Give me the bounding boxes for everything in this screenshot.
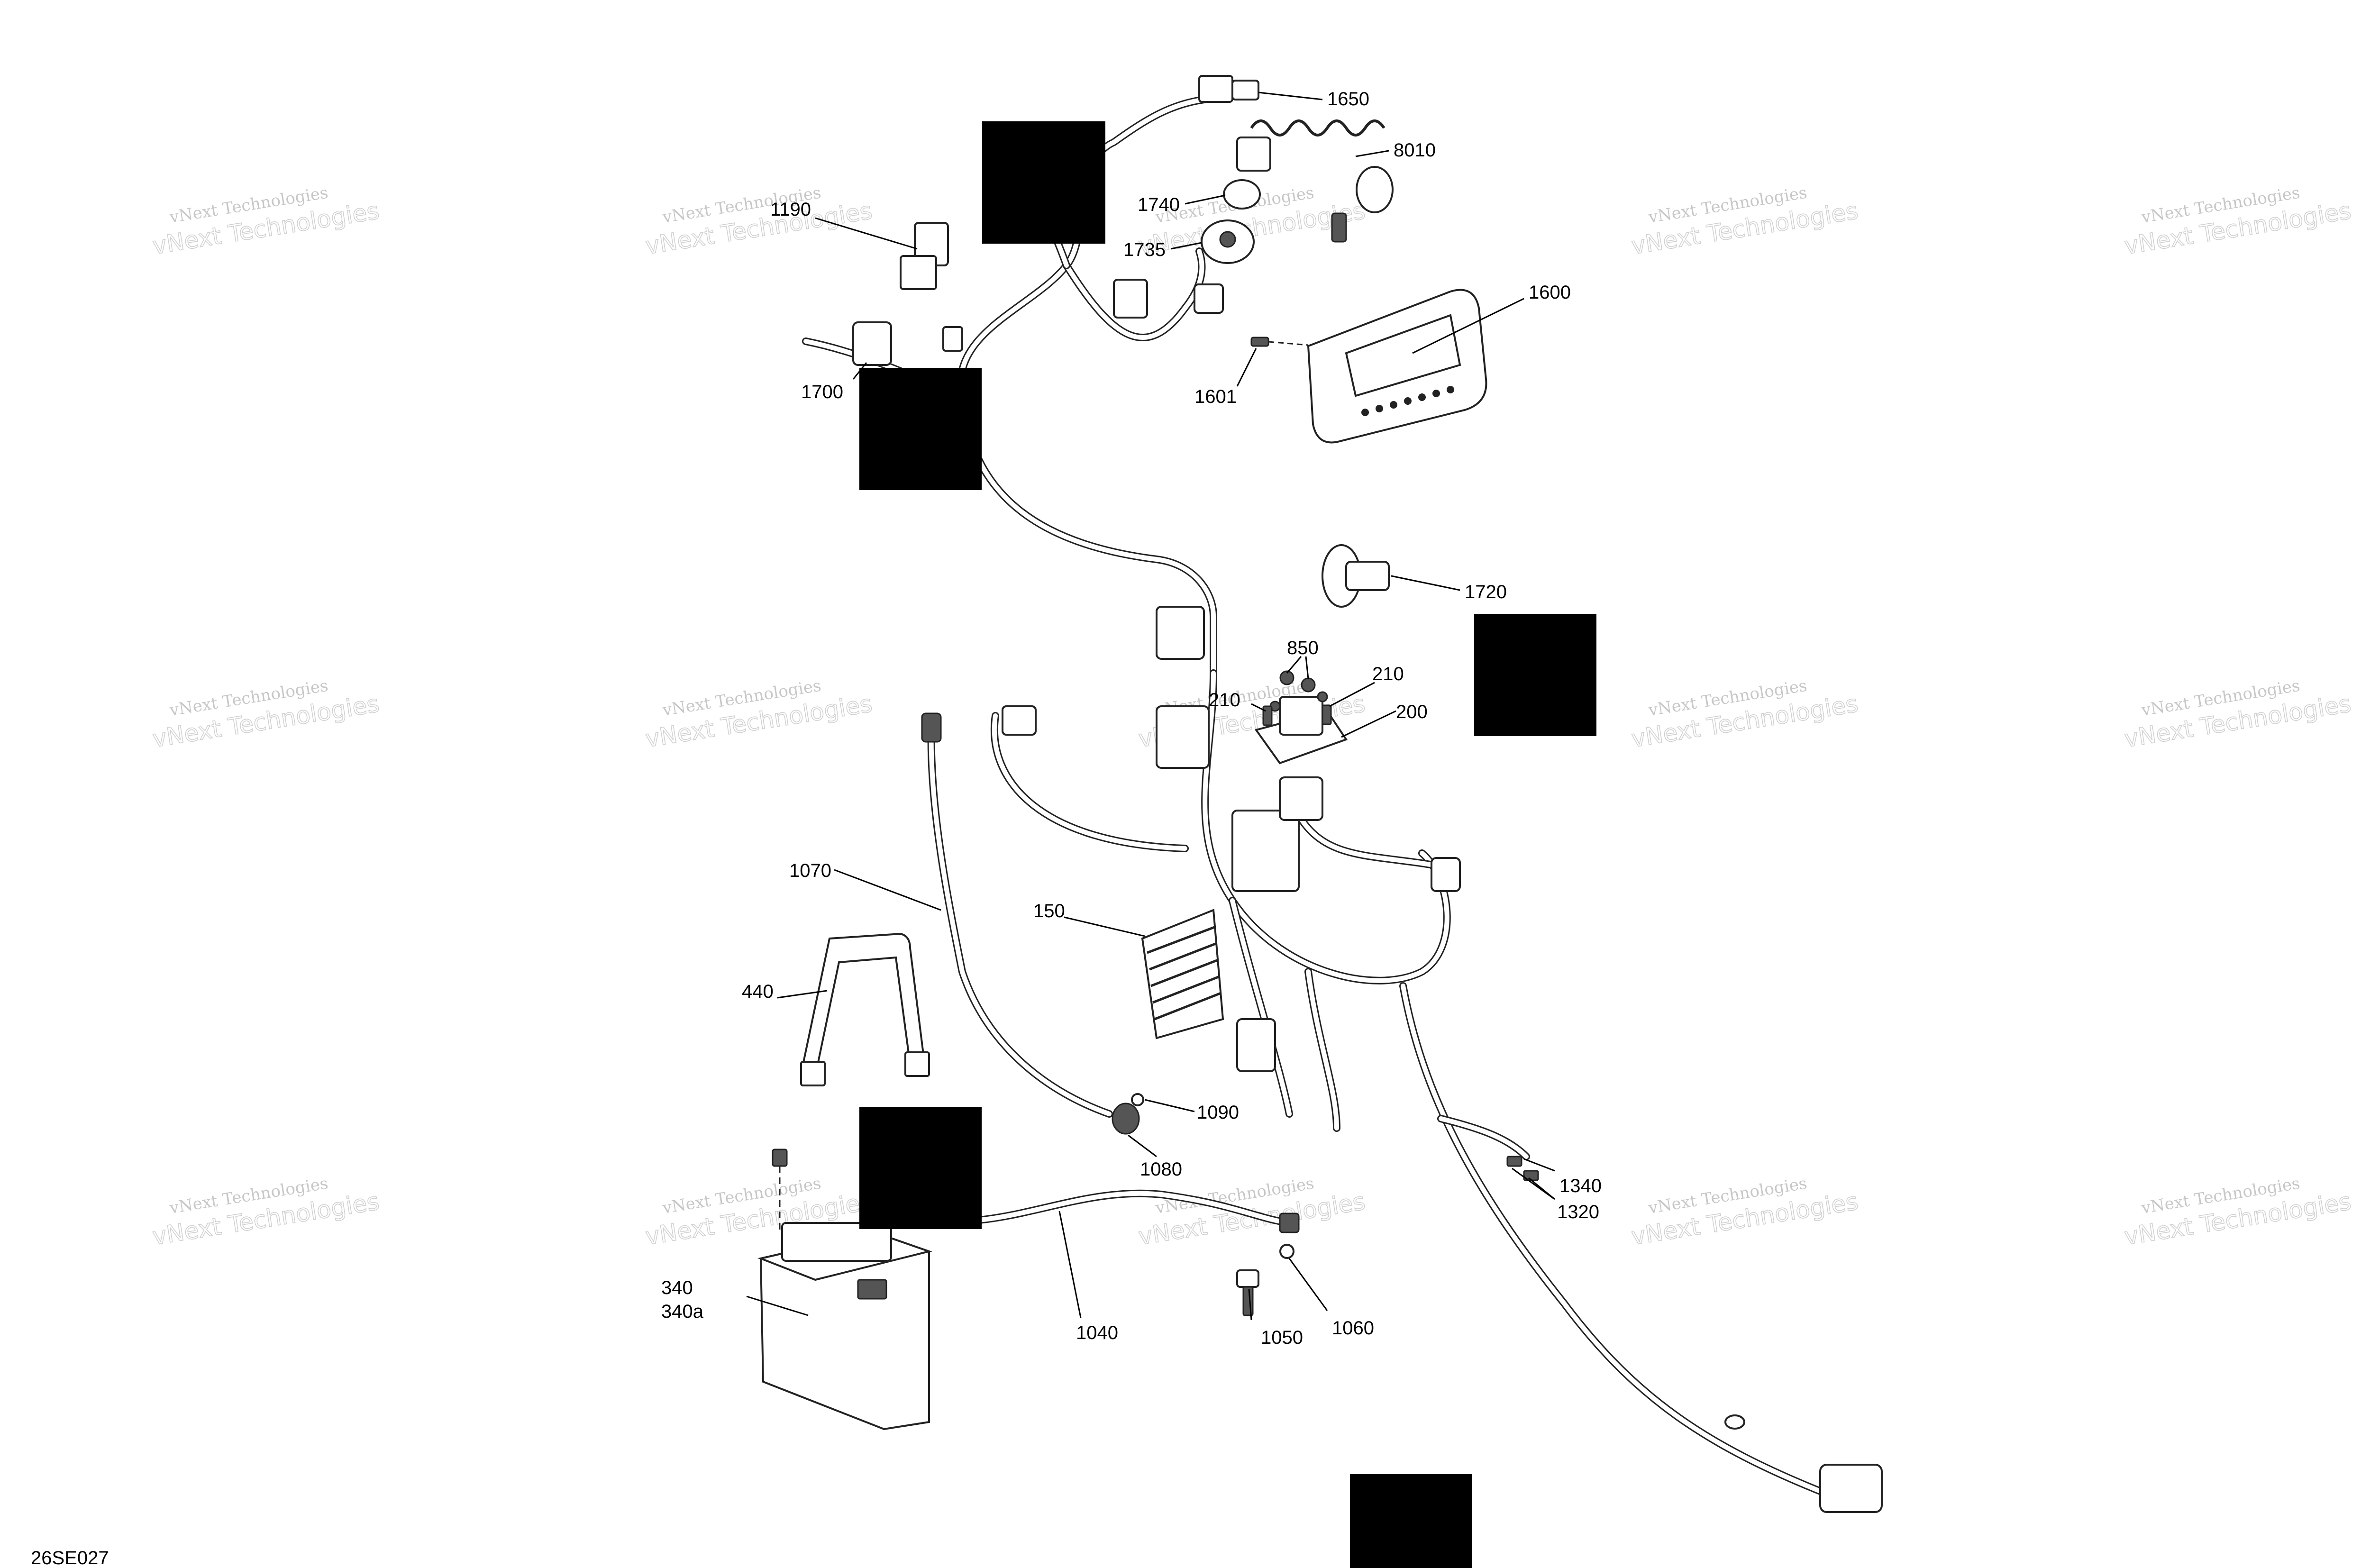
watermark: vNext Technologies vNext Technologies xyxy=(150,676,382,753)
part-1700-connector xyxy=(852,279,1224,380)
part-1050-1060-fasteners xyxy=(1236,1244,1328,1321)
callout-1080: 1080 xyxy=(1140,1159,1182,1180)
callout-1700: 1700 xyxy=(801,382,843,402)
callout-1040: 1040 xyxy=(1076,1322,1118,1343)
part-1735-ignition-switch xyxy=(1170,219,1255,264)
watermark: vNext Technologies vNext Technologies xyxy=(643,183,875,260)
watermark: vNext Technologies vNext Technologies xyxy=(643,676,875,753)
watermark-layer: vNext Technologies vNext Technologies vN… xyxy=(150,183,2353,1251)
diagram-code: 26SE027 xyxy=(31,1548,109,1568)
callout-1060: 1060 xyxy=(1332,1318,1374,1339)
callout-1320: 1320 xyxy=(1557,1202,1599,1222)
callout-1070: 1070 xyxy=(789,860,831,881)
callout-labels: 1650 8010 1190 1740 1735 1600 1601 1700 … xyxy=(31,89,1602,1568)
part-8010-coiled-cable xyxy=(1236,119,1394,243)
callout-210-left: 210 xyxy=(1209,690,1240,711)
part-1080-1090-fasteners xyxy=(1112,1093,1195,1158)
callout-1740: 1740 xyxy=(1138,194,1180,215)
callout-340: 340 xyxy=(661,1277,693,1298)
redaction-box xyxy=(859,368,982,490)
part-150-regulator xyxy=(1064,909,1224,1039)
part-1601-screw xyxy=(1236,337,1309,387)
callout-340a: 340a xyxy=(661,1301,704,1322)
callout-1720: 1720 xyxy=(1465,582,1507,602)
watermark: vNext Technologies vNext Technologies xyxy=(2122,676,2353,753)
callout-850: 850 xyxy=(1287,638,1319,658)
callout-1090: 1090 xyxy=(1197,1102,1239,1123)
redaction-box xyxy=(1350,1474,1472,1568)
redaction-box xyxy=(1474,614,1596,736)
part-1320-1340-fasteners xyxy=(1506,1156,1555,1200)
part-850-nuts xyxy=(1279,656,1316,693)
watermark: vNext Technologies vNext Technologies xyxy=(2122,183,2353,260)
part-1720-grommet xyxy=(1322,544,1460,608)
part-connectors-mid xyxy=(1002,606,1461,1072)
callout-1735: 1735 xyxy=(1123,239,1166,260)
watermark: vNext Technologies vNext Technologies xyxy=(150,183,382,260)
callout-1601: 1601 xyxy=(1194,386,1237,407)
watermark: vNext Technologies vNext Technologies xyxy=(1629,676,1860,753)
callout-1340: 1340 xyxy=(1559,1176,1602,1196)
callout-440: 440 xyxy=(742,981,774,1002)
callout-1050: 1050 xyxy=(1261,1327,1303,1348)
part-1070-cable xyxy=(834,712,1113,1118)
redaction-box xyxy=(982,121,1105,244)
watermark: vNext Technologies vNext Technologies xyxy=(2122,1174,2353,1251)
part-rear-connector xyxy=(1724,1414,1883,1513)
watermark: vNext Technologies vNext Technologies xyxy=(1629,1174,1860,1251)
redaction-box xyxy=(859,1107,982,1229)
callout-210-right: 210 xyxy=(1372,664,1404,684)
part-340-battery xyxy=(746,1149,932,1431)
watermark: vNext Technologies vNext Technologies xyxy=(150,1174,382,1251)
main-wiring-harness xyxy=(802,96,1829,1497)
callout-8010: 8010 xyxy=(1394,140,1436,161)
part-210-bolts xyxy=(1251,682,1375,726)
part-1600-display-gauge xyxy=(1307,289,1524,444)
watermark: vNext Technologies vNext Technologies xyxy=(1629,183,1860,260)
callout-1650: 1650 xyxy=(1327,89,1369,109)
part-1740-cap xyxy=(1185,179,1261,210)
part-1190-connector xyxy=(815,217,949,290)
part-440-battery-strap xyxy=(777,932,930,1086)
redaction-boxes xyxy=(859,121,1596,1568)
callout-150: 150 xyxy=(1033,901,1065,921)
callout-1600: 1600 xyxy=(1529,282,1571,303)
callout-200: 200 xyxy=(1396,702,1428,722)
part-1650-connector xyxy=(1198,75,1323,103)
callout-1190: 1190 xyxy=(770,199,811,220)
